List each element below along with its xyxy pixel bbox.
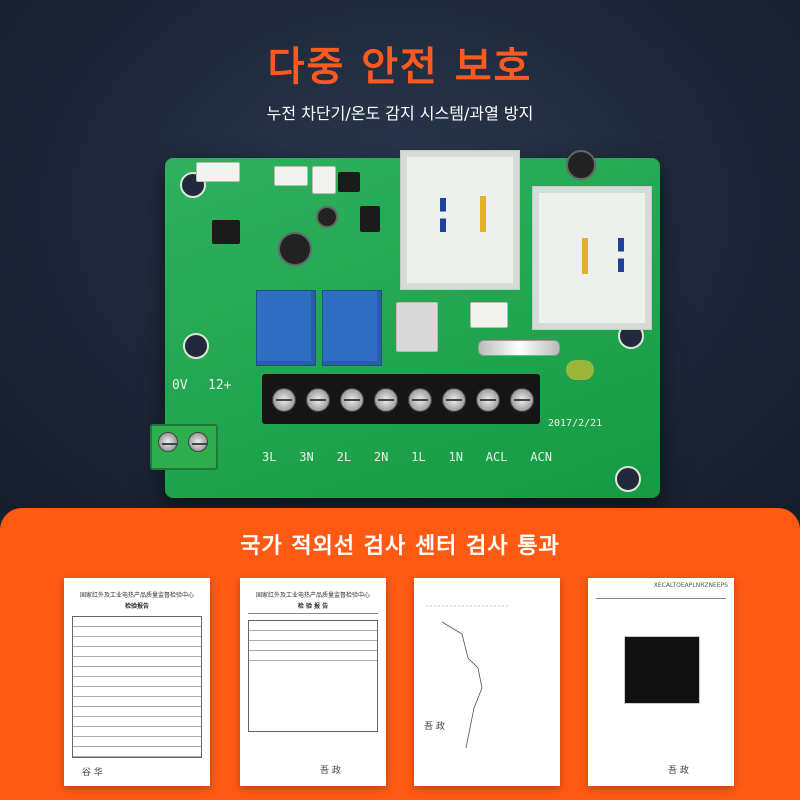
page-subtitle: 누전 차단기/온도 감지 시스템/과열 방지 bbox=[266, 104, 534, 123]
doc-header: 国家红外及工业电热产品质量监督检验中心 bbox=[79, 592, 194, 599]
heatsink-component bbox=[396, 302, 438, 352]
relay bbox=[322, 290, 382, 366]
terminal-screw bbox=[272, 388, 296, 412]
connector bbox=[196, 162, 240, 182]
buzzer bbox=[278, 232, 312, 266]
terminal-label: 2L bbox=[336, 450, 352, 464]
transformer bbox=[532, 186, 652, 330]
doc-signature: 吾 政 bbox=[668, 766, 689, 776]
terminal-label: ACN bbox=[530, 450, 552, 464]
test-curve-graph bbox=[426, 605, 510, 748]
certificate-document: XECALTOEAPLNRZNEEPS 吾 政 bbox=[588, 578, 734, 786]
varistor bbox=[566, 360, 594, 380]
terminal-label: 3L bbox=[262, 450, 277, 464]
optocoupler bbox=[470, 302, 508, 328]
doc-table bbox=[72, 616, 202, 758]
terminal-screw bbox=[408, 388, 432, 412]
transformer bbox=[400, 150, 520, 290]
terminal-screw bbox=[158, 432, 178, 452]
certification-title: 국가 적외선 검사 센터 검사 통과 bbox=[240, 534, 560, 559]
transistor bbox=[338, 172, 360, 192]
doc-table bbox=[248, 620, 378, 732]
doc-subheader: 检 验 报 告 bbox=[297, 603, 329, 610]
terminal-label: 2N bbox=[373, 450, 389, 464]
mount-hole bbox=[183, 333, 209, 359]
terminal-labels: 3L 3N 2L 2N 1L 1N ACL ACN bbox=[262, 450, 552, 464]
label-0v: 0V bbox=[172, 378, 188, 393]
terminal-screw bbox=[510, 388, 534, 412]
doc-signature: 吾 政 bbox=[424, 722, 445, 732]
label-date: 2017/2/21 bbox=[548, 418, 603, 429]
mount-hole bbox=[615, 466, 641, 492]
transformer-mark bbox=[582, 238, 588, 274]
terminal-screw bbox=[476, 388, 500, 412]
terminal-label: 1L bbox=[411, 450, 426, 464]
transformer-mark bbox=[480, 196, 486, 232]
doc-header: 国家红外及工业电热产品质量监督检验中心 bbox=[255, 592, 370, 599]
connector bbox=[274, 166, 308, 186]
sample-photo bbox=[624, 636, 700, 704]
fuse bbox=[478, 340, 560, 356]
terminal-screw bbox=[188, 432, 208, 452]
transistor bbox=[360, 206, 380, 232]
capacitor bbox=[566, 150, 596, 180]
certificate-document: 国家红外及工业电热产品质量监督检验中心 检 验 报 告 吾 政 bbox=[240, 578, 386, 786]
terminal-label: 1N bbox=[448, 450, 463, 464]
capacitor bbox=[316, 206, 338, 228]
relay bbox=[256, 290, 316, 366]
transformer-mark bbox=[440, 198, 446, 232]
terminal-screw bbox=[374, 388, 398, 412]
certificate-document: 国家红外及工业电热产品质量监督检验中心 检验报告 谷 华 bbox=[64, 578, 210, 786]
ic-chip bbox=[212, 220, 240, 244]
doc-signature: 吾 政 bbox=[320, 766, 341, 776]
doc-signature: 谷 华 bbox=[82, 768, 103, 778]
transformer-mark bbox=[618, 238, 624, 272]
page-title: 다중 안전 보호 bbox=[267, 44, 533, 90]
terminal-label: ACL bbox=[485, 450, 508, 464]
doc-subheader: 检验报告 bbox=[124, 603, 149, 610]
doc-header: XECALTOEAPLNRZNEEPS bbox=[653, 582, 728, 589]
terminal-screw bbox=[340, 388, 364, 412]
connector bbox=[312, 166, 336, 194]
certificate-document: 吾 政 bbox=[414, 578, 560, 786]
terminal-label: 3N bbox=[299, 450, 314, 464]
label-12v: 12+ bbox=[208, 378, 232, 393]
terminal-screw bbox=[306, 388, 330, 412]
terminal-screw bbox=[442, 388, 466, 412]
